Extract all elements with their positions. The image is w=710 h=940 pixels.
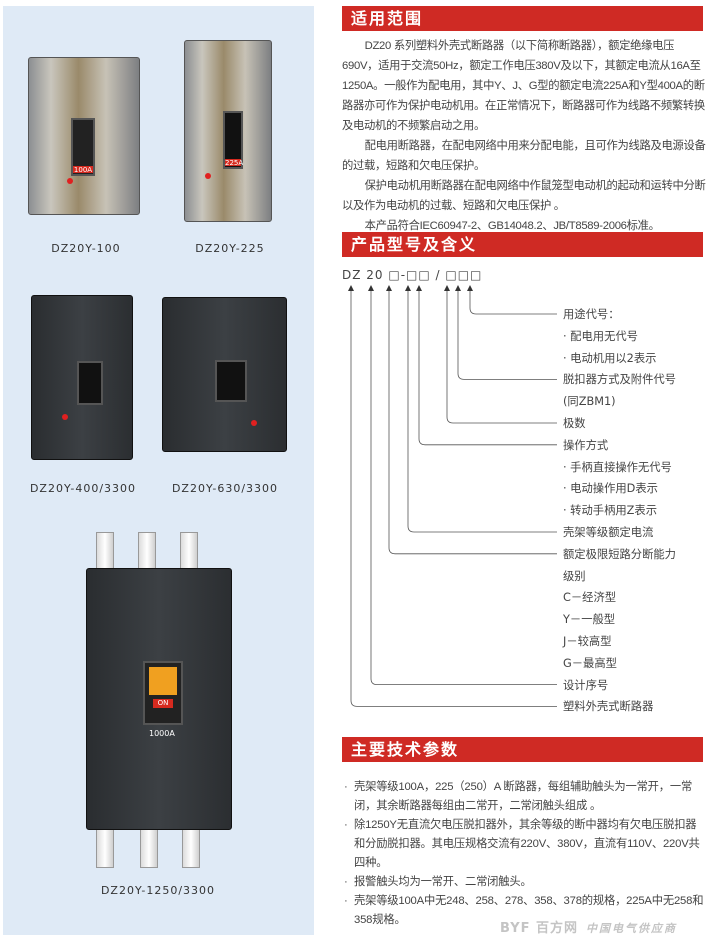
handle-window <box>77 361 103 405</box>
section-header-specs: 主要技术参数 <box>342 737 703 762</box>
breaker-image-dz20y-100: 100A <box>28 57 140 215</box>
indicator-dot <box>251 420 257 426</box>
connector-line <box>418 289 557 446</box>
model-label: 极数 <box>563 417 586 430</box>
arrow-icon <box>368 285 374 291</box>
arrow-icon <box>467 285 473 291</box>
paragraph: DZ20 系列塑料外壳式断路器（以下简称断路器），额定绝缘电压690V，适用于交… <box>342 40 705 132</box>
product-caption: DZ20Y-100 <box>51 242 121 255</box>
watermark-subtext: 中国电气供应商 <box>586 922 678 935</box>
arrow-icon <box>386 285 392 291</box>
model-label: · 电动操作用D表示 <box>563 482 658 496</box>
rating-tag: 100A <box>73 166 93 174</box>
handle-window <box>215 360 247 402</box>
paragraph: 本产品符合IEC60947-2、GB14048.2、JB/T8589-2006标… <box>364 220 660 232</box>
indicator-dot <box>67 178 73 184</box>
rating-tag: 225A <box>225 159 244 167</box>
paragraph: 配电用断路器，在配电网络中用来分配电能，且可作为线路及电源设备的过载，短路和欠电… <box>342 140 706 172</box>
model-label: 脱扣器方式及附件代号 <box>563 373 676 387</box>
breaker-image-dz20y-630 <box>162 297 287 452</box>
model-label: C－经济型 <box>563 591 617 605</box>
model-label: · 手柄直接操作无代号 <box>563 460 672 474</box>
model-label: · 配电用无代号 <box>563 329 638 343</box>
product-caption: DZ20Y-630/3300 <box>171 482 279 495</box>
paragraph: 保护电动机用断路器在配电网络中作鼠笼型电动机的起动和运转中分断以及作为电动机的过… <box>342 180 706 212</box>
model-label: 塑料外壳式断路器 <box>563 700 654 714</box>
handle-window: ON <box>143 661 183 725</box>
connector-line <box>350 289 557 707</box>
indicator-dot <box>205 173 211 179</box>
section-header-scope: 适用范围 <box>342 6 703 31</box>
breaker-image-dz20y-1250: ON 1000A <box>86 568 232 830</box>
connector-line <box>469 289 557 315</box>
indicator-dot <box>62 414 68 420</box>
connector-line <box>388 289 557 555</box>
connector-line <box>370 289 557 685</box>
connector-line <box>446 289 557 424</box>
product-caption: DZ20Y-400/3300 <box>29 482 137 495</box>
arrow-icon <box>444 285 450 291</box>
model-label: · 转动手柄用Z表示 <box>563 504 657 518</box>
list-item: 除1250Y无直流欠电压脱扣器外，其余等级的断中器均有欠电压脱扣器和分励脱扣器。… <box>344 816 706 873</box>
model-label: 壳架等级额定电流 <box>563 526 654 539</box>
model-label: Y－一般型 <box>563 613 616 627</box>
model-label: · 电动机用以2表示 <box>563 351 657 365</box>
breaker-image-dz20y-225: 225A <box>184 40 272 222</box>
rating-label: 1000A <box>149 729 175 738</box>
list-item: 壳架等级100A，225（250）A 断路器，每组辅助触头为一常开，一常闭，其余… <box>344 778 706 816</box>
model-label: 操作方式 <box>563 438 609 452</box>
handle-window <box>223 111 243 169</box>
model-label: J－较高型 <box>563 635 612 648</box>
product-caption: DZ20Y-1250/3300 <box>100 884 216 897</box>
model-label: (同ZBM1) <box>563 395 616 409</box>
arrow-icon <box>455 285 461 291</box>
model-code: DZ 20 □-□□ / □□□ <box>342 268 483 282</box>
model-label: 额定极限短路分断能力 <box>563 547 676 561</box>
model-label: G－最高型 <box>563 656 617 670</box>
list-item: 报警触头均为一常开、二常闭触头。 <box>344 873 706 892</box>
arrow-icon <box>405 285 411 291</box>
arrow-icon <box>416 285 422 291</box>
connector-line <box>457 289 557 380</box>
watermark-logo: BYF 百方网 中国电气供应商 <box>500 917 677 936</box>
model-label: 设计序号 <box>563 678 609 692</box>
breaker-image-dz20y-400 <box>31 295 133 460</box>
product-caption: DZ20Y-225 <box>195 242 265 255</box>
section-header-model: 产品型号及含义 <box>342 232 703 257</box>
connector-line <box>407 289 557 533</box>
handle-state: ON <box>153 699 173 708</box>
handle-icon <box>149 667 177 695</box>
arrow-icon <box>348 285 354 291</box>
scope-text: DZ20 系列塑料外壳式断路器（以下简称断路器），额定绝缘电压690V，适用于交… <box>342 36 706 236</box>
specs-list: 壳架等级100A，225（250）A 断路器，每组辅助触头为一常开，一常闭，其余… <box>342 778 706 930</box>
watermark-text: BYF 百方网 <box>500 921 579 936</box>
model-label: 级别 <box>563 569 586 583</box>
model-label: 用途代号： <box>563 308 620 321</box>
list-item: 壳架等级100A中无248、258、278、358、378的规格，225A中无2… <box>344 892 706 930</box>
